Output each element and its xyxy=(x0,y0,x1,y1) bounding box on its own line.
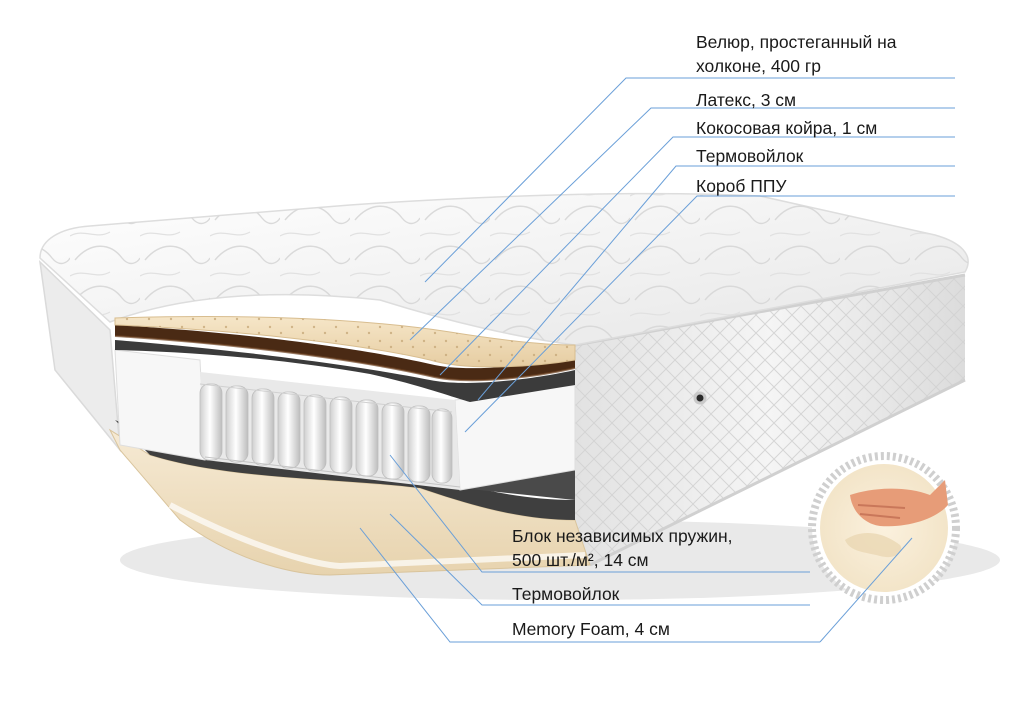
coconut-coir-layer xyxy=(115,325,575,381)
memory-foam-layer xyxy=(108,428,591,576)
label-memory-foam: Memory Foam, 4 см xyxy=(512,617,670,641)
label-line: 500 шт./м², 14 см xyxy=(512,550,649,570)
label-line: Латекс, 3 см xyxy=(696,90,797,110)
side-panel-texture xyxy=(575,275,965,565)
label-thermofelt-top: Термовойлок xyxy=(696,144,803,168)
coconut-coir-texture xyxy=(114,335,576,382)
label-line: Короб ППУ xyxy=(696,176,787,196)
side-piping-bottom xyxy=(589,378,966,567)
leader-lines xyxy=(359,77,955,643)
label-coconut-coir: Кокосовая койра, 1 см xyxy=(696,116,877,140)
label-line: Велюр, простеганный на xyxy=(696,32,897,52)
memory-foam-edge xyxy=(168,502,586,570)
label-line: Термовойлок xyxy=(512,584,620,604)
label-thermofelt-bottom: Термовойлок xyxy=(512,582,619,606)
label-foam-box: Короб ППУ xyxy=(696,174,787,198)
air-vent-icon xyxy=(693,391,707,405)
memory-foam-detail xyxy=(808,452,960,604)
label-line: Термовойлок xyxy=(696,146,804,166)
independent-springs xyxy=(199,383,461,488)
label-line: Memory Foam, 4 см xyxy=(512,619,670,639)
top-thermofelt xyxy=(115,340,575,402)
label-spring-block: Блок независимых пружин, 500 шт./м², 14 … xyxy=(512,524,733,572)
label-line: холконе, 400 гр xyxy=(696,56,821,76)
top-cover-quilting xyxy=(40,193,969,345)
label-line: Кокосовая койра, 1 см xyxy=(696,118,878,138)
foam-box-left xyxy=(114,349,206,461)
label-velour-cover: Велюр, простеганный на холконе, 400 гр xyxy=(696,30,897,78)
label-line: Блок независимых пружин, xyxy=(512,526,733,546)
label-latex: Латекс, 3 см xyxy=(696,88,796,112)
